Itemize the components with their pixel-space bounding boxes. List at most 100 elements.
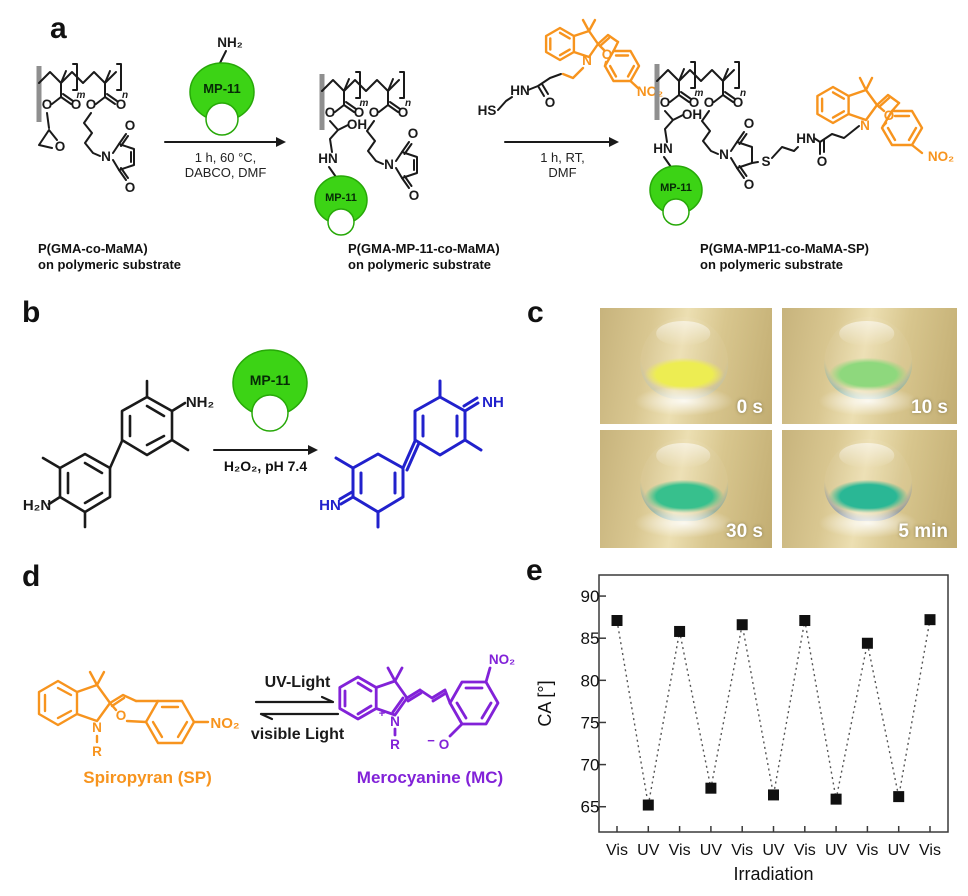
mp11-label: MP-11 <box>325 192 357 204</box>
enzyme-cleft <box>327 208 355 236</box>
atom-o-carbonyl: O <box>744 116 755 131</box>
atom-o-carbonyl: O <box>744 177 755 192</box>
atom-oh: OH <box>682 107 702 122</box>
atom-no2: NO₂ <box>928 149 954 164</box>
structure1-name: P(GMA-co-MaMA) <box>38 241 148 256</box>
atom-hs: HS <box>478 103 497 118</box>
atom-n-indoline: N <box>860 118 870 133</box>
droplet-photo-0s: 0 s <box>600 308 772 424</box>
y-tick-label: 70 <box>581 756 600 775</box>
droplet-photo-30s: 30 s <box>600 430 772 548</box>
atom-o-carbonyl: O <box>125 180 136 195</box>
subscript-n: n <box>122 90 128 101</box>
x-tick-label: Vis <box>731 842 753 859</box>
thiol-spiropyran-reagent: HS HN O N O NO₂ <box>478 18 663 118</box>
mp11-label: MP-11 <box>250 372 291 388</box>
oxidized-tmb-structure: HN NH <box>319 379 504 529</box>
y-tick-label: 90 <box>581 587 600 606</box>
atom-no2: NO₂ <box>210 715 239 732</box>
data-point <box>799 615 811 627</box>
water-droplet <box>640 439 729 521</box>
arrow2-conditions-2: DMF <box>548 165 577 180</box>
atom-nh-imine: NH <box>482 394 504 411</box>
reaction-arrow-1 <box>164 137 286 147</box>
mp11-label: MP-11 <box>660 182 692 194</box>
atom-o-carbonyl: O <box>409 188 420 203</box>
droplet-photo-5min: 5 min <box>782 430 957 548</box>
y-tick-label: 80 <box>581 671 600 690</box>
x-tick-label: UV <box>762 842 785 859</box>
enzyme-cleft <box>251 394 289 432</box>
atom-n-indoline: N <box>92 720 102 735</box>
panel-a-label: a <box>50 12 67 45</box>
atom-o-carbonyl: O <box>408 126 419 141</box>
atom-o: O <box>42 97 53 112</box>
atom-o-chromene: O <box>602 47 613 62</box>
subscript-n: n <box>740 88 746 99</box>
atom-o: O <box>689 95 700 110</box>
atom-o: O <box>354 105 365 120</box>
enzyme-cleft <box>662 198 690 226</box>
mp11-enzyme-blob: NH₂ MP-11 <box>189 35 255 136</box>
atom-o: O <box>86 97 97 112</box>
reaction-arrow-2 <box>504 137 619 147</box>
subscript-m: m <box>695 88 704 99</box>
backward-condition: visible Light <box>250 726 345 743</box>
atom-o: O <box>704 95 715 110</box>
atom-o-carbonyl: O <box>817 154 828 169</box>
atom-hn: HN <box>510 83 530 98</box>
merocyanine-name: Merocyanine (MC) <box>356 768 504 787</box>
substituent-r: R <box>390 737 400 752</box>
x-tick-label: UV <box>888 842 911 859</box>
atom-no2: NO₂ <box>489 652 515 667</box>
droplet-reflection <box>817 386 918 416</box>
atom-o-carbonyl: O <box>125 118 136 133</box>
data-point <box>674 625 686 637</box>
x-tick-label: UV <box>637 842 660 859</box>
atom-hn: HN <box>318 151 338 166</box>
atom-oh: OH <box>347 117 367 132</box>
data-point <box>924 614 936 626</box>
y-tick-label: 65 <box>581 798 600 817</box>
y-tick-label: 75 <box>581 713 600 732</box>
atom-n-indolium: N <box>390 714 400 729</box>
structure2-name: P(GMA-MP-11-co-MaMA) <box>348 241 500 256</box>
amine-label: NH₂ <box>217 35 243 50</box>
droplet-reflection <box>817 508 918 538</box>
atom-o: O <box>71 97 82 112</box>
x-tick-label: Vis <box>794 842 816 859</box>
structure-pgma-comama: m n O O O O O N O O <box>36 63 136 195</box>
droplet-reflection <box>634 508 734 538</box>
atom-hn: HN <box>653 141 673 156</box>
mp11-label: MP-11 <box>203 81 241 96</box>
subscript-n: n <box>405 98 411 109</box>
data-point <box>768 789 779 801</box>
water-droplet <box>823 317 912 399</box>
atom-o: O <box>369 105 380 120</box>
photo-timestamp: 10 s <box>911 397 948 418</box>
atom-n-maleimide: N <box>101 149 111 164</box>
arrow1-conditions-1: 1 h, 60 °C, <box>194 150 257 165</box>
data-point <box>705 782 717 794</box>
panel-e-label: e <box>526 554 543 587</box>
data-point <box>830 793 842 805</box>
data-point <box>861 637 873 649</box>
mp11-enzyme-blob-b: MP-11 <box>232 349 308 432</box>
data-point <box>893 791 905 803</box>
structure-pgma-mp11-comama-sp: m n O O OH HN MP-11 O O N O O S HN O N O <box>649 61 954 226</box>
atom-nh2: NH₂ <box>186 394 214 411</box>
arrow2-conditions-1: 1 h, RT, <box>540 150 585 165</box>
photo-timestamp: 5 min <box>898 521 948 542</box>
x-tick-label: UV <box>700 842 723 859</box>
panel-d-label: d <box>22 560 41 593</box>
structure3-name: P(GMA-MP11-co-MaMA-SP) <box>700 241 870 256</box>
data-point <box>642 799 654 811</box>
structure3-substrate: on polymeric substrate <box>700 257 844 272</box>
atom-n-indoline: N <box>582 53 592 68</box>
arrow1-conditions-2: DABCO, DMF <box>184 165 267 180</box>
y-tick-label: 85 <box>581 629 600 648</box>
x-axis-title: Irradiation <box>733 864 813 884</box>
atom-o-chromene: O <box>116 708 127 723</box>
x-tick-label: Vis <box>669 842 691 859</box>
spiropyran-structure: N R O NO₂ <box>37 670 240 759</box>
